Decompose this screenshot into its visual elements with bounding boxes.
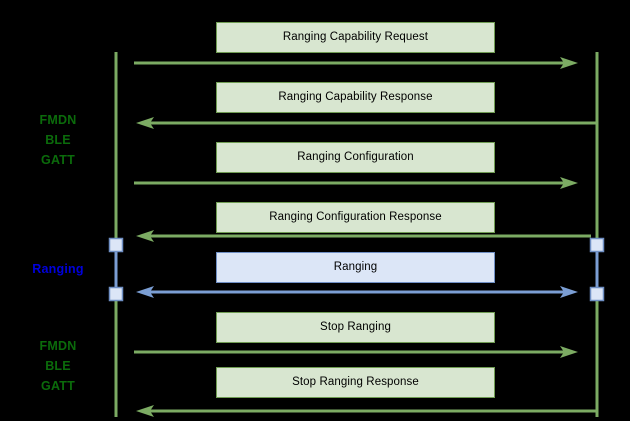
activation-left-end bbox=[108, 286, 124, 302]
arrow-ranging-configuration bbox=[134, 177, 578, 189]
message-arrows-group bbox=[134, 57, 597, 417]
message-box-stop-ranging[interactable]: Stop Ranging bbox=[216, 312, 495, 343]
phase-label-fmdn-top: FMDN BLE GATT bbox=[39, 113, 77, 167]
phase-label-ranging: Ranging bbox=[32, 262, 84, 276]
message-box-ranging[interactable]: Ranging bbox=[216, 252, 495, 283]
activation-squares-group bbox=[108, 237, 605, 302]
arrow-stop-ranging-response bbox=[136, 405, 597, 417]
message-box-stop-ranging-response[interactable]: Stop Ranging Response bbox=[216, 367, 495, 398]
arrow-stop-ranging bbox=[134, 346, 578, 358]
arrow-ranging-capability-request bbox=[134, 57, 578, 69]
message-box-ranging-capability-request[interactable]: Ranging Capability Request bbox=[216, 22, 495, 53]
activation-right-end bbox=[589, 286, 605, 302]
activation-left-start bbox=[108, 237, 124, 253]
message-box-ranging-configuration-response[interactable]: Ranging Configuration Response bbox=[216, 202, 495, 233]
message-box-ranging-configuration[interactable]: Ranging Configuration bbox=[216, 142, 495, 173]
message-box-ranging-capability-response[interactable]: Ranging Capability Response bbox=[216, 82, 495, 113]
arrow-ranging-configuration-response bbox=[136, 230, 591, 242]
arrow-ranging-capability-response bbox=[136, 117, 597, 129]
lifelines-group bbox=[114, 52, 599, 417]
phase-label-fmdn-bottom: FMDN BLE GATT bbox=[39, 339, 77, 393]
arrow-ranging bbox=[136, 286, 578, 298]
activation-right-start bbox=[589, 237, 605, 253]
